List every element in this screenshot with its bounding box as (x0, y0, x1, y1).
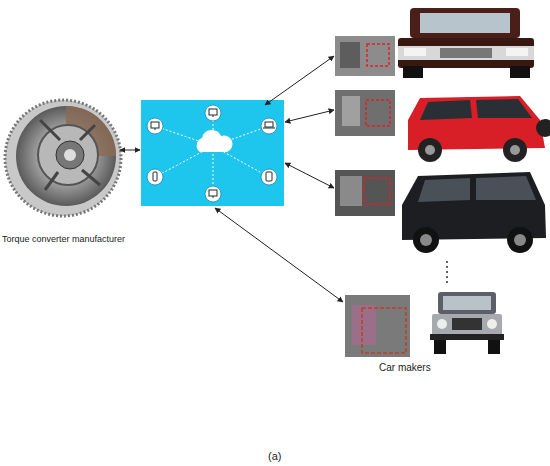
black-suv (402, 172, 546, 253)
figure-label: Car makers (379, 362, 431, 373)
figure-label: Torque converter manufacturer (2, 234, 125, 244)
engine-photos (335, 36, 410, 357)
torque-converter-image (5, 100, 121, 216)
cloud-network-panel (141, 100, 284, 206)
figure-caption: (a) (268, 450, 281, 462)
ellipsis-dots (446, 261, 448, 283)
double-arrow (120, 150, 140, 151)
grey-jeep (430, 292, 504, 354)
red-suv (408, 96, 550, 162)
double-arrows (215, 56, 343, 302)
pickup-truck (398, 8, 534, 78)
